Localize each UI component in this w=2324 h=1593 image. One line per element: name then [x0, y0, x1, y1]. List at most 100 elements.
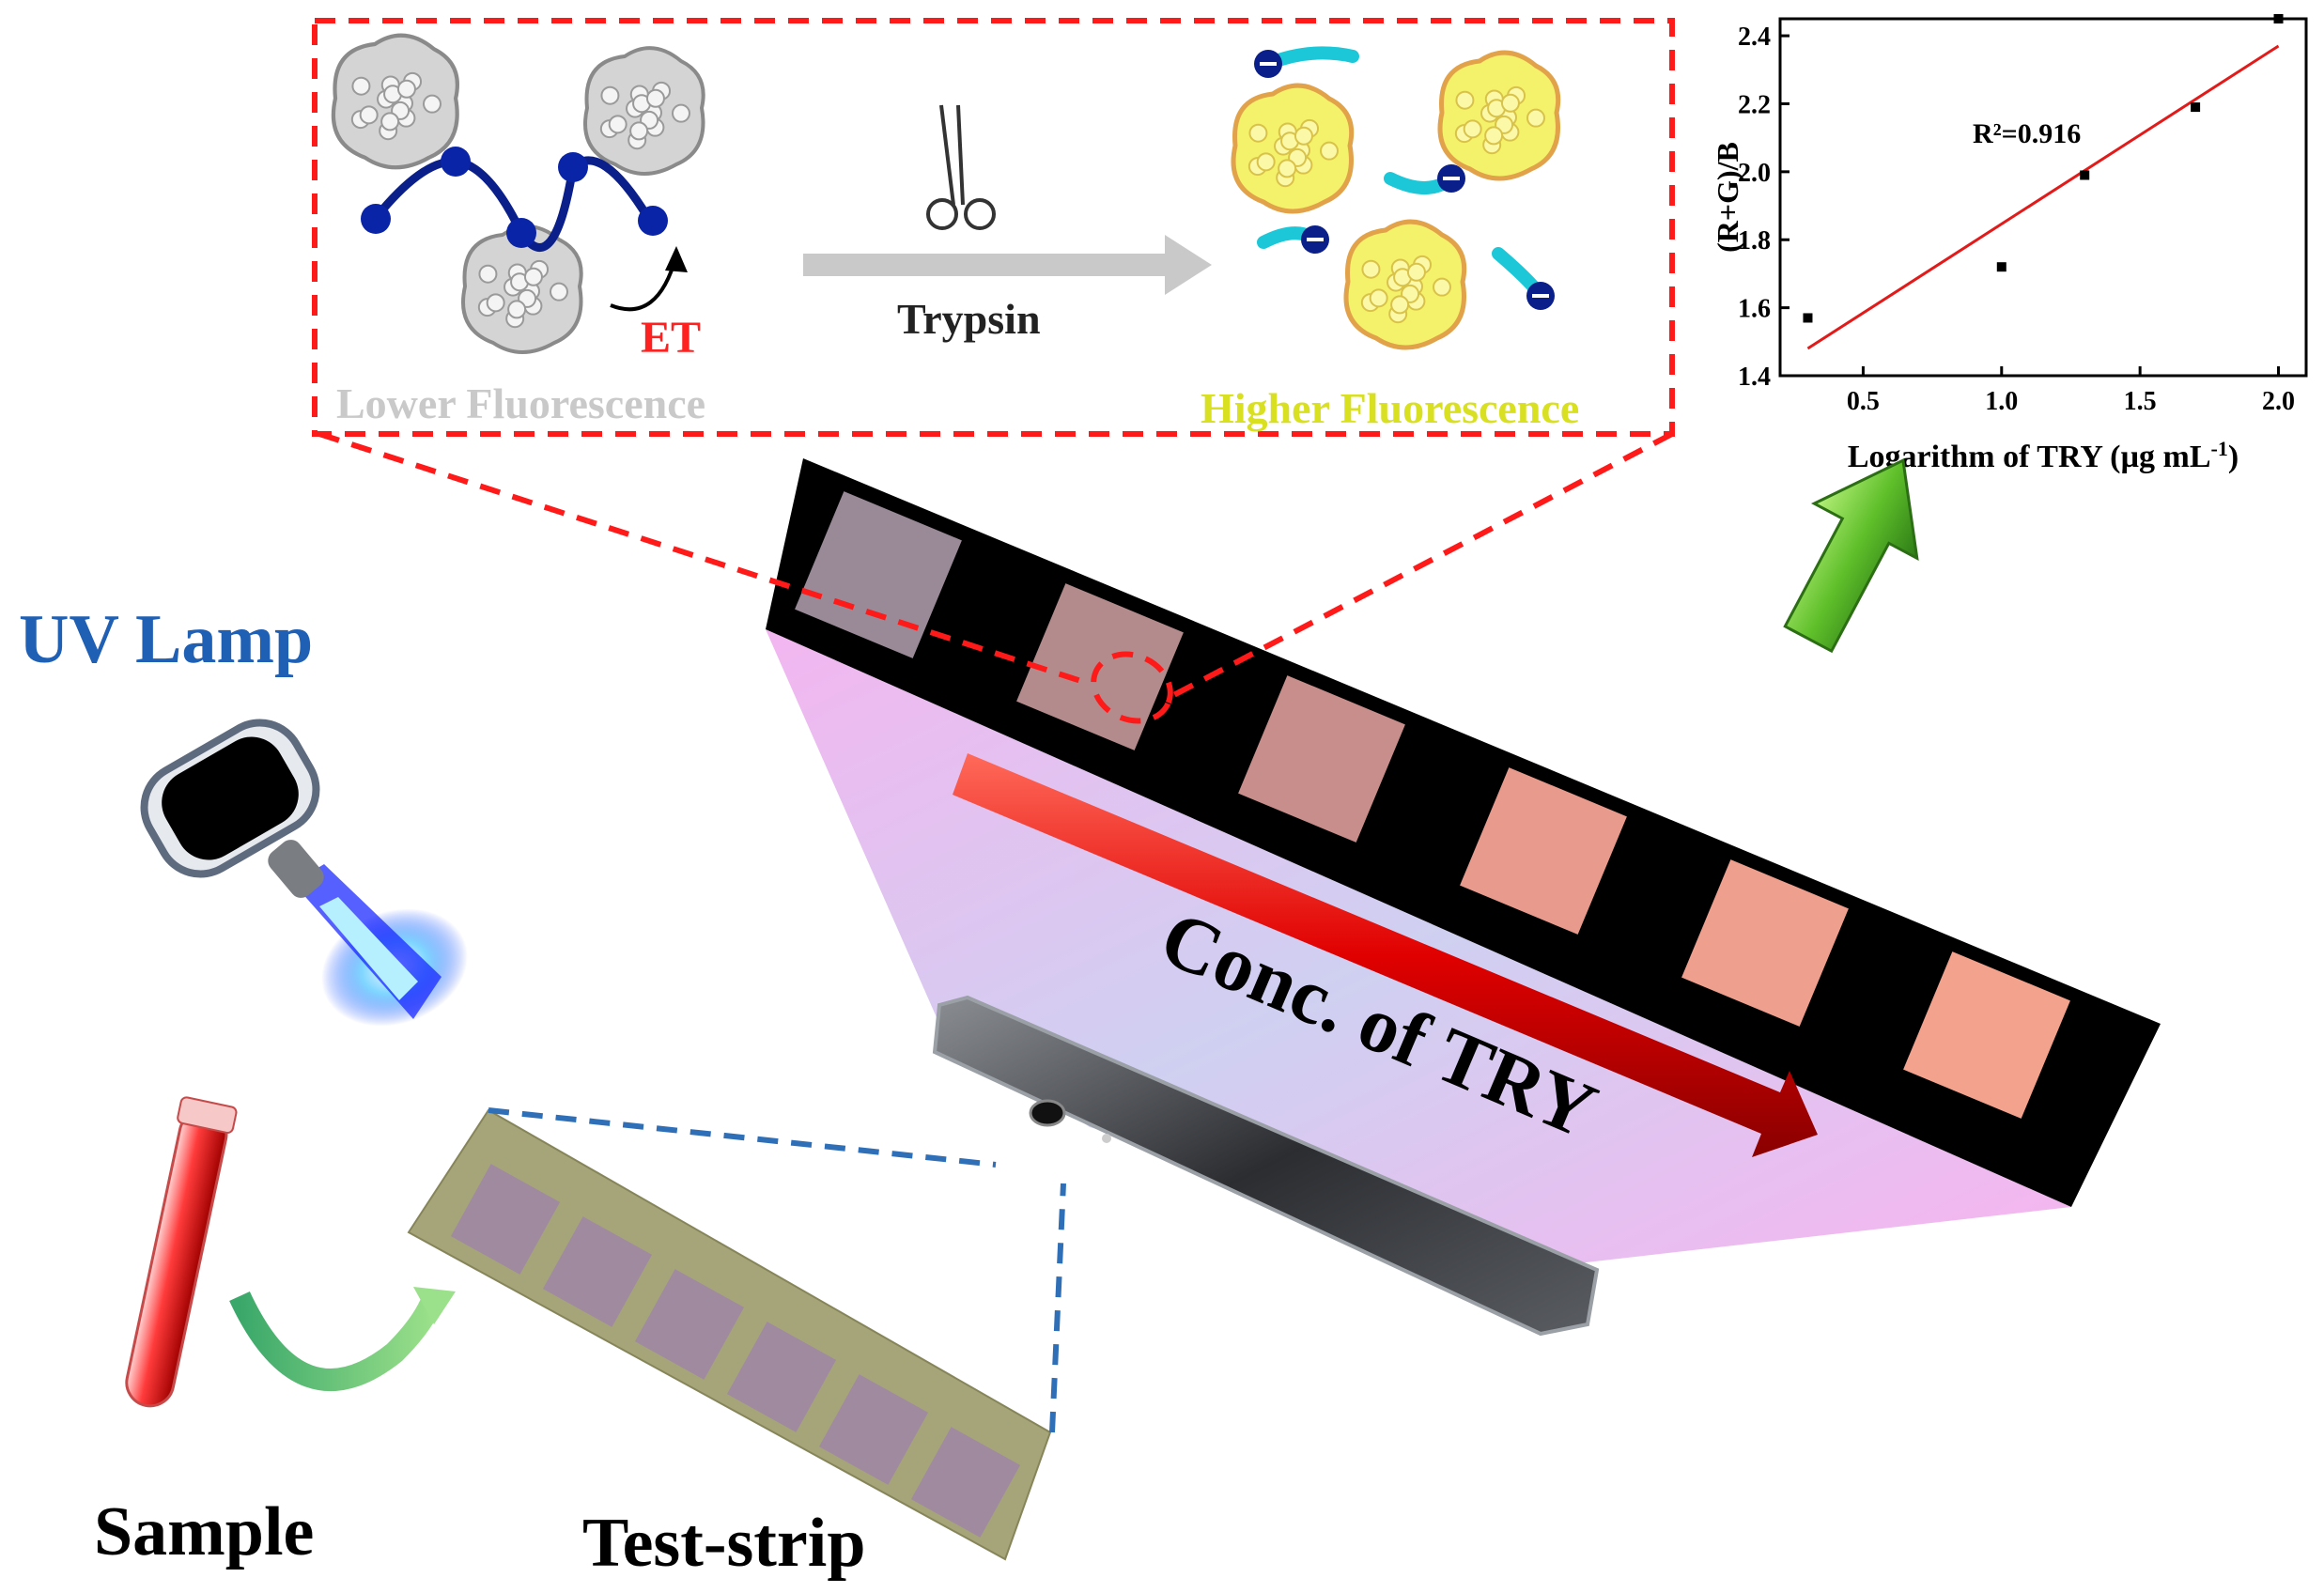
cluster-atom — [523, 267, 543, 286]
test-strip-pad — [910, 1427, 1021, 1538]
data-point — [2191, 102, 2201, 113]
y-tick-label: 1.4 — [1738, 363, 1771, 392]
strip-photo-pad — [795, 491, 962, 658]
x-axis-label-sup: -1 — [2211, 437, 2228, 460]
test-strip-pad — [818, 1374, 929, 1485]
test-strip-pad — [726, 1322, 837, 1432]
strip-photo-pads — [795, 491, 2070, 1119]
cluster-atom — [1526, 108, 1545, 128]
strip-photo-pad — [1903, 951, 2070, 1119]
test-strip — [407, 1108, 1052, 1561]
peptide-node — [638, 206, 668, 236]
cluster-atom — [1500, 93, 1520, 113]
cluster-atom — [549, 282, 568, 302]
peptide-node — [506, 218, 536, 248]
scissors-icon — [926, 104, 996, 230]
y-axis-label: (R+G)/B — [1711, 142, 1744, 253]
cluster-atom — [1463, 119, 1482, 139]
concentration-arrow — [953, 753, 1818, 1157]
cluster-atom — [486, 293, 505, 313]
mechanism-box — [312, 18, 1675, 437]
cluster-atom — [396, 79, 416, 99]
cluster-atom — [1278, 159, 1297, 178]
cluster-atom — [507, 300, 527, 319]
y-tick-label: 2.0 — [1738, 159, 1771, 188]
x-axis-label-close: ) — [2228, 440, 2239, 474]
y-tick-label: 1.6 — [1738, 295, 1771, 324]
cluster-atom — [1248, 123, 1268, 143]
sample-tube — [125, 1096, 238, 1408]
phone-flash — [1102, 1134, 1111, 1143]
sample-transfer-arrowhead — [413, 1287, 456, 1324]
cluster-atom — [608, 115, 627, 134]
test-strip-pad — [450, 1164, 561, 1275]
cluster-atom — [478, 264, 498, 284]
x-tick-label: 0.5 — [1847, 387, 1880, 416]
uv-lamp-lens — [162, 736, 299, 860]
cluster-atom — [1484, 126, 1504, 146]
cluster-atom — [1319, 141, 1339, 161]
sample-transfer-arrow — [229, 1291, 443, 1392]
higher-fluorescence-label: Higher Fluorescence — [1201, 384, 1579, 432]
x-tick-label: 1.5 — [2124, 387, 2157, 416]
cluster-atom — [1369, 288, 1388, 308]
test-strip-label: Test-strip — [582, 1505, 866, 1582]
sample-label: Sample — [94, 1493, 314, 1570]
chart-points — [1803, 14, 2284, 323]
peptide-node — [361, 204, 391, 234]
test-strip-pads — [450, 1164, 1021, 1538]
cluster-atom — [645, 88, 665, 108]
cluster-atom — [380, 112, 400, 131]
y-tick-label: 2.2 — [1738, 90, 1771, 119]
test-strip-pad — [542, 1216, 653, 1327]
peptide-chain — [361, 147, 668, 252]
electron-transfer-arrow — [610, 255, 678, 312]
test-strip-callout — [488, 1107, 1066, 1433]
data-point — [2080, 170, 2090, 180]
y-tick-label: 1.8 — [1738, 226, 1771, 255]
test-strip-pad — [634, 1269, 745, 1380]
lower-fluorescence-label: Lower Fluorescence — [336, 379, 705, 427]
cluster-atom — [1455, 90, 1475, 110]
x-axis-label-main: Logarithm of TRY (µg mL — [1848, 440, 2211, 474]
quenched-nanoclusters — [333, 36, 705, 354]
smartphone — [932, 995, 1600, 1337]
pad-zoom-circle — [1091, 651, 1173, 724]
reaction-arrow — [803, 235, 1212, 295]
cluster-atom — [351, 76, 371, 96]
cleaved-fragments — [1254, 46, 1555, 310]
cluster-atom — [1390, 295, 1410, 315]
x-axis-label: Logarithm of TRY (µg mL-1) — [1848, 437, 2239, 474]
data-point — [1996, 262, 2006, 272]
peptide-node — [441, 147, 471, 177]
strip-photo-pad — [1460, 767, 1627, 935]
strip-photo-pad — [1681, 859, 1849, 1027]
uv-lamp-neck — [268, 840, 324, 898]
peptide-node — [558, 152, 588, 182]
cluster-atom — [1294, 126, 1313, 146]
fluorescent-nanoclusters — [1233, 53, 1558, 348]
uv-lamp — [140, 719, 468, 1027]
electron-transfer-arrowhead — [665, 246, 688, 272]
x-tick-label: 1.0 — [1985, 387, 2018, 416]
green-up-arrow — [1783, 457, 1919, 654]
phone-camera — [1029, 1099, 1066, 1127]
r2-annotation: R²=0.916 — [1973, 118, 2081, 149]
cluster-atom — [1406, 262, 1426, 282]
cluster-atom — [1256, 152, 1276, 172]
cluster-atom — [1432, 277, 1451, 297]
cluster-atom — [422, 94, 442, 114]
y-tick-label: 2.4 — [1738, 23, 1771, 52]
cluster-atom — [1361, 259, 1381, 279]
cluster-atom — [600, 85, 620, 105]
fit-line — [1806, 44, 2280, 350]
callout-lines — [318, 431, 1674, 724]
strip-photo — [766, 458, 2161, 1207]
data-point — [2273, 14, 2284, 23]
trypsin-label: Trypsin — [897, 295, 1041, 343]
uv-lamp-label: UV Lamp — [19, 601, 313, 678]
